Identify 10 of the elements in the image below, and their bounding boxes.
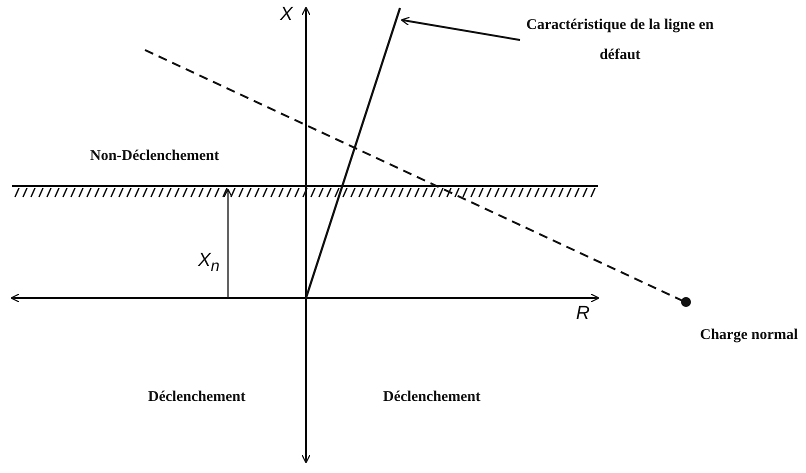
leader-arrow xyxy=(400,16,520,41)
line-caption: Caractéristique de la ligne en défaut xyxy=(526,17,714,63)
characteristic-line xyxy=(304,8,402,298)
zone-label: Non-Déclenchement xyxy=(90,148,220,165)
zone-label: Déclenchement xyxy=(383,389,480,406)
zone-label: Déclenchement xyxy=(148,389,246,406)
axis-label: R xyxy=(576,303,590,325)
point-label: Charge normal xyxy=(700,327,798,344)
axis-label: X xyxy=(280,4,293,26)
dimension-label: X$_{n}$ xyxy=(198,250,220,276)
